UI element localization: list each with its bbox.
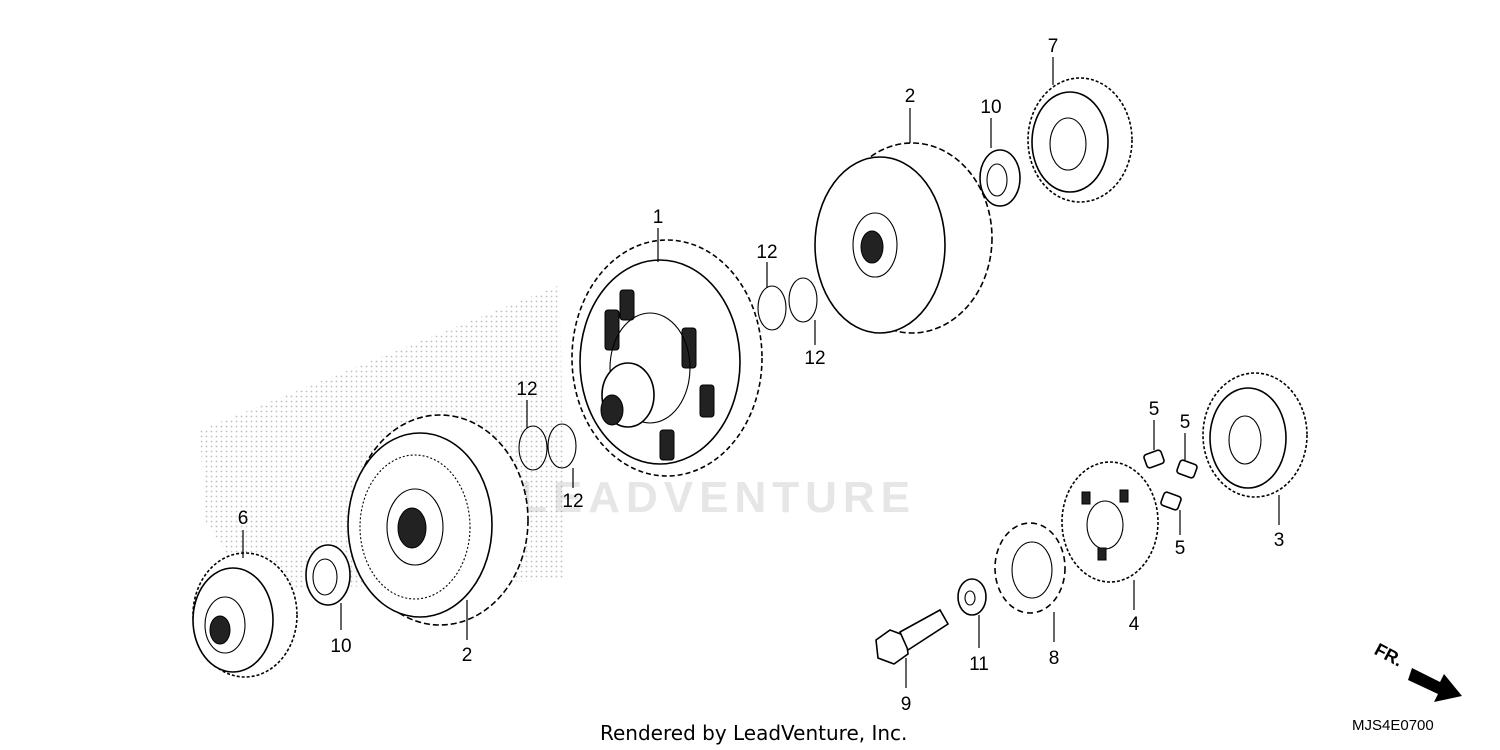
part-6-gear[interactable] <box>192 552 298 678</box>
front-direction-indicator: FR. <box>1371 639 1462 702</box>
part-9-bolt[interactable] <box>875 608 950 665</box>
front-label: FR. <box>1371 639 1406 670</box>
callout-5-c: 5 <box>1175 538 1186 559</box>
callout-12-d: 12 <box>804 348 825 369</box>
part-4-starter-gear-plate[interactable] <box>1061 461 1159 583</box>
leader-lines <box>242 57 1280 688</box>
callout-12-c: 12 <box>756 242 777 263</box>
callout-5-b: 5 <box>1180 412 1191 433</box>
callout-labels: 1 2 2 3 4 5 5 5 6 7 8 9 10 10 11 12 12 1… <box>238 36 1285 715</box>
part-2-clutch-drum-top[interactable] <box>814 142 993 334</box>
part-3-one-way-clutch-gear[interactable] <box>1202 372 1308 498</box>
callout-12-b: 12 <box>562 491 583 512</box>
part-5-springs[interactable] <box>1143 449 1198 511</box>
callout-6: 6 <box>238 508 249 529</box>
part-8-lock-plate[interactable] <box>994 522 1066 614</box>
callout-5-a: 5 <box>1149 399 1160 420</box>
callout-8: 8 <box>1049 648 1060 669</box>
callout-2-bottom: 2 <box>462 645 473 666</box>
part-2-clutch-drum-left[interactable] <box>347 414 529 626</box>
part-12-rings-center[interactable] <box>757 277 818 331</box>
callout-4: 4 <box>1129 614 1140 635</box>
callout-11: 11 <box>969 654 989 675</box>
callout-7: 7 <box>1048 36 1059 57</box>
callout-10-bottom: 10 <box>330 636 351 657</box>
callout-10-top: 10 <box>980 97 1001 118</box>
part-11-washer[interactable] <box>957 578 987 616</box>
callout-12-a: 12 <box>516 379 537 400</box>
part-12-rings-left[interactable] <box>518 423 577 471</box>
footer-credit: Rendered by LeadVenture, Inc. <box>600 721 907 745</box>
front-arrow-icon <box>1408 668 1462 702</box>
part-10-washer-left[interactable] <box>305 544 351 606</box>
watermark-text: LEADVENTURE <box>520 473 916 522</box>
diagram-code: MJS4E0700 <box>1352 717 1434 734</box>
callout-1: 1 <box>653 207 664 228</box>
part-1-primary-gear[interactable] <box>571 239 763 477</box>
callout-3: 3 <box>1274 530 1285 551</box>
part-7-gear[interactable] <box>1027 77 1133 203</box>
callout-2-top: 2 <box>905 86 916 107</box>
part-10-washer-top[interactable] <box>979 149 1021 207</box>
callout-9: 9 <box>901 694 912 715</box>
